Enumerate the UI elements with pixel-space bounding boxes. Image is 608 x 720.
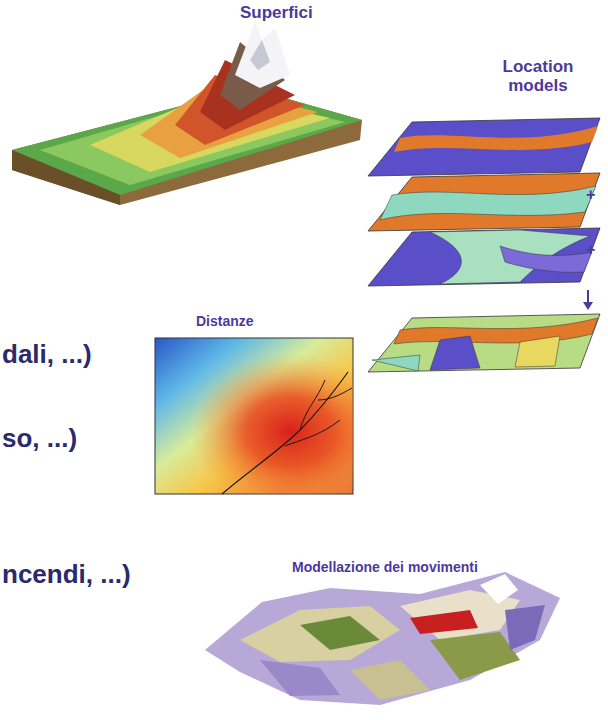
location-title: Location models [488, 58, 588, 95]
distance-title: Distanze [196, 314, 254, 329]
layer-stack [368, 118, 600, 372]
list-item: dali, ...) [2, 340, 92, 369]
terrain-model [205, 572, 560, 705]
distance-raster [155, 338, 353, 494]
list-item: so, ...) [2, 424, 77, 453]
plus-sign: + [586, 241, 595, 259]
movement-title: Modellazione dei movimenti [292, 560, 478, 575]
surface-title: Superfici [240, 4, 313, 23]
plus-sign: + [586, 186, 595, 204]
list-item: ncendi, ...) [2, 560, 131, 589]
terrain-surface [12, 22, 362, 205]
